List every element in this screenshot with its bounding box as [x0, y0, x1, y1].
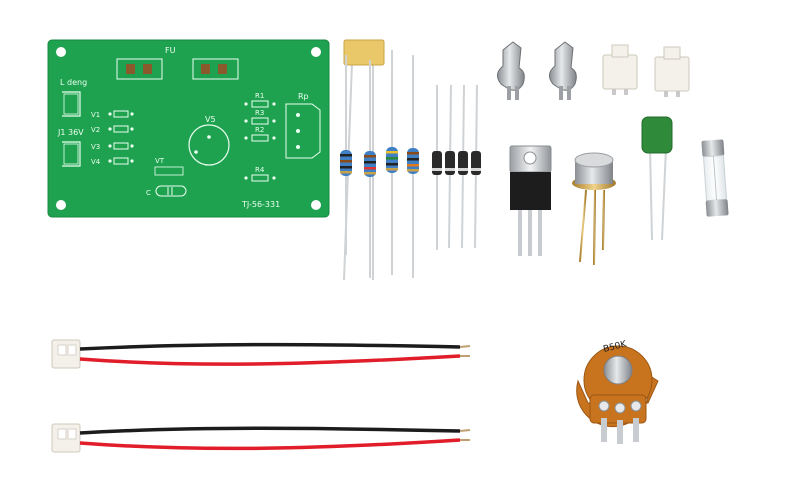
label-l-deng: L deng	[60, 78, 87, 87]
pcb-board: FU L deng J1 36V V1 V2 V3 V4 V5	[47, 39, 330, 218]
wire-harness-icon	[51, 423, 471, 453]
resistor-icon	[407, 55, 419, 278]
label-r4: R4	[255, 166, 265, 174]
mount-hole	[56, 200, 66, 210]
resistor-icon	[340, 55, 352, 255]
label-v1: V1	[91, 111, 100, 119]
glass-fuse-icon	[701, 139, 729, 217]
label-v5: V5	[205, 115, 216, 124]
label-vt: VT	[155, 157, 165, 165]
wire-harness-icon	[51, 339, 471, 369]
label-v3: V3	[91, 143, 100, 151]
label-r2: R2	[255, 126, 264, 134]
jst-connector-icon	[654, 46, 690, 97]
label-r1: R1	[255, 92, 264, 100]
jst-connector-icon	[602, 44, 638, 95]
resistor-icon	[386, 50, 398, 275]
green-film-capacitor-icon	[641, 116, 673, 241]
label-c: C	[146, 189, 151, 197]
label-fu: FU	[165, 46, 176, 55]
fuse-clip-icon	[549, 41, 577, 100]
label-r3: R3	[255, 109, 264, 117]
potentiometer-icon: B50K	[576, 339, 659, 444]
mount-hole	[56, 47, 66, 57]
diode-icon	[445, 84, 455, 249]
fuse-clip-icon	[497, 41, 525, 100]
to220-regulator-icon	[509, 145, 552, 256]
to39-transistor-icon	[572, 152, 616, 266]
mount-hole	[311, 200, 321, 210]
resistor-icon	[364, 60, 376, 278]
diode-icon	[458, 84, 468, 249]
diode-icon	[432, 85, 442, 250]
label-board-id: TJ-56-331	[241, 200, 280, 209]
label-j1: J1 36V	[57, 128, 84, 137]
label-v2: V2	[91, 126, 100, 134]
label-v4: V4	[91, 158, 101, 166]
mount-hole	[311, 47, 321, 57]
diode-icon	[471, 84, 481, 249]
label-rp: Rp	[298, 92, 309, 101]
